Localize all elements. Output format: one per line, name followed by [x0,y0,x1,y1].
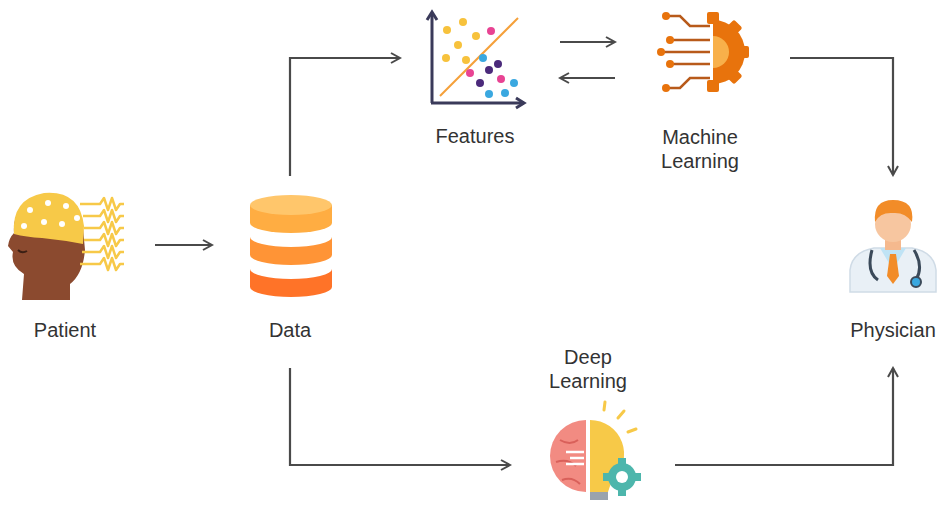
icon-node: Machine Learning [640,8,760,173]
gear-circuit-icon [657,12,749,92]
database-icon [250,195,332,297]
icon-node: Data [245,190,335,342]
icon-node: Patient [0,190,130,342]
node-label: Machine Learning [653,125,748,173]
icon-node: Features [420,8,530,148]
flow-arrow [560,41,615,43]
scatter-chart-icon [427,12,524,108]
flow-arrow [790,58,893,175]
node-label: Deep Learning [541,345,636,393]
flow-arrow [560,77,615,79]
brain-bulb-icon [550,402,641,500]
node-label: Features [436,124,515,148]
physician-icon [850,200,936,292]
flow-arrow [290,368,510,465]
flow-arrow [290,58,400,176]
node-label: Patient [34,318,96,342]
flow-arrow [155,244,212,246]
node-label: Data [269,318,311,342]
node-label: Physician [850,318,936,342]
patient-icon [8,193,124,300]
icon-node: Deep Learning [530,345,646,505]
icon-node: Physician [845,190,941,342]
flow-arrow [675,368,893,465]
